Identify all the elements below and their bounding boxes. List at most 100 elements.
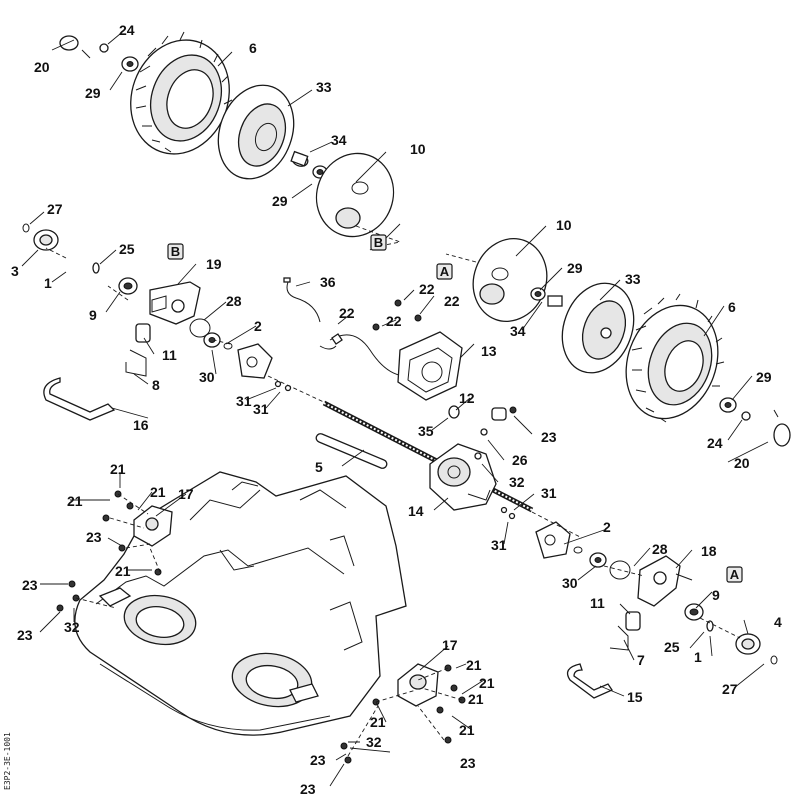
adjuster-bracket-18 xyxy=(637,555,693,607)
callout-29: 29 xyxy=(756,369,772,385)
callout-33: 33 xyxy=(316,79,332,95)
callout-11: 11 xyxy=(590,595,605,611)
ref-box-a-right xyxy=(726,566,743,583)
washer-24-right xyxy=(741,411,751,421)
callout-34: 34 xyxy=(510,323,526,339)
bearing-plate-2-right xyxy=(535,521,583,559)
callout-21: 21 xyxy=(150,484,166,500)
rear-wheel-right xyxy=(625,293,725,423)
callout-5: 5 xyxy=(315,459,323,475)
callout-36: 36 xyxy=(320,274,336,290)
wheel-spacer-left xyxy=(290,150,309,167)
harness-36 xyxy=(283,277,321,323)
clip-27-right xyxy=(770,655,778,665)
bushing-30-left xyxy=(203,332,221,348)
callout-29: 29 xyxy=(272,193,288,209)
callout-12: 12 xyxy=(459,390,475,406)
callout-23: 23 xyxy=(310,752,326,768)
callout-32: 32 xyxy=(64,619,80,635)
callout-31: 31 xyxy=(491,537,507,553)
callout-22: 22 xyxy=(339,305,355,321)
small-parts-31 xyxy=(274,380,516,520)
callout-9: 9 xyxy=(712,587,720,603)
washer-25-right xyxy=(706,620,714,632)
callout-18: 18 xyxy=(701,543,717,559)
callout-16: 16 xyxy=(133,417,149,433)
callout-21: 21 xyxy=(459,722,475,738)
lever-8-left xyxy=(125,349,147,377)
ring-28-right xyxy=(609,560,631,580)
callout-23: 23 xyxy=(460,755,476,771)
bearing-29-right-outer xyxy=(719,397,737,413)
callout-21: 21 xyxy=(115,563,131,579)
callout-1: 1 xyxy=(44,275,52,291)
ref-b-top: B xyxy=(171,244,180,259)
callout-21: 21 xyxy=(466,657,482,673)
transmission-14 xyxy=(429,443,497,511)
callout-29: 29 xyxy=(85,85,101,101)
washer-35 xyxy=(448,405,460,419)
callout-13: 13 xyxy=(481,343,497,359)
callout-32: 32 xyxy=(366,734,382,750)
callout-32: 32 xyxy=(509,474,525,490)
callout-25: 25 xyxy=(664,639,680,655)
ref-a-top: A xyxy=(440,264,450,279)
callout-10: 10 xyxy=(556,217,572,233)
wheel-cap-right xyxy=(561,282,635,374)
callout-7: 7 xyxy=(637,652,645,668)
ref-a-right: A xyxy=(730,567,740,582)
callout-9: 9 xyxy=(89,307,97,323)
callout-21: 21 xyxy=(468,691,484,707)
hubcap-20-right xyxy=(773,409,791,447)
ref-box-b-top xyxy=(167,243,184,260)
callout-15: 15 xyxy=(627,689,643,705)
callout-21: 21 xyxy=(110,461,126,477)
clip-27-left xyxy=(22,223,30,233)
bushing-9-right xyxy=(684,603,704,621)
bushing-9-left xyxy=(118,277,138,295)
mower-deck xyxy=(74,471,407,736)
callout-22: 22 xyxy=(419,281,435,297)
drawing-code: E3P2-3E-1001 xyxy=(3,732,12,790)
callout-2: 2 xyxy=(254,318,262,334)
bushing-30-right xyxy=(589,552,607,568)
wheel-cap-left xyxy=(217,84,295,180)
callout-35: 35 xyxy=(418,423,434,439)
handle-16 xyxy=(43,377,116,421)
front-wheel-bracket-17-right xyxy=(397,663,439,707)
drive-shaft xyxy=(322,400,534,513)
shaft-tube-5 xyxy=(315,433,388,469)
callout-20: 20 xyxy=(734,455,750,471)
callout-6: 6 xyxy=(249,40,257,56)
callout-3: 3 xyxy=(11,263,19,279)
callout-31: 31 xyxy=(253,401,269,417)
callout-28: 28 xyxy=(226,293,242,309)
callout-17: 17 xyxy=(442,637,458,653)
bearing-plate-2-left xyxy=(223,342,273,379)
callout-26: 26 xyxy=(512,452,528,468)
callout-24: 24 xyxy=(119,22,135,38)
washer-24-left xyxy=(99,43,109,53)
hubcap-20-left xyxy=(59,35,91,59)
callout-25: 25 xyxy=(119,241,135,257)
cable-harness-13 xyxy=(319,333,411,377)
callout-23: 23 xyxy=(541,429,557,445)
spring-11-right xyxy=(625,611,641,631)
pinion-4 xyxy=(735,633,761,655)
screws-22 xyxy=(372,299,422,331)
handle-15 xyxy=(566,663,613,699)
rear-wheel-left xyxy=(130,31,233,155)
callout-14: 14 xyxy=(408,503,424,519)
washer-25-left xyxy=(92,262,100,274)
callout-23: 23 xyxy=(17,627,33,643)
callout-23: 23 xyxy=(22,577,38,593)
callout-22: 22 xyxy=(386,313,402,329)
wheel-disc-10-left xyxy=(315,152,395,238)
callout-8: 8 xyxy=(152,377,160,393)
washers-26-32 xyxy=(474,428,488,460)
callout-30: 30 xyxy=(562,575,578,591)
callout-21: 21 xyxy=(370,714,386,730)
assembly-lines xyxy=(21,33,769,787)
spacer-12 xyxy=(491,407,507,421)
